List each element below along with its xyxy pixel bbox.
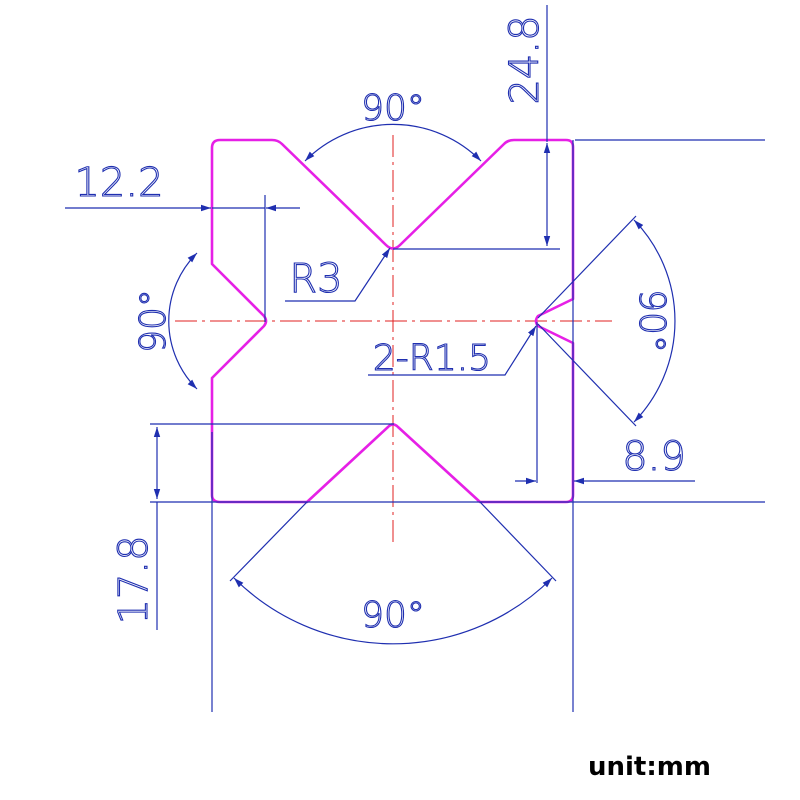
depth-8-9-label: 8.9 — [622, 434, 686, 480]
dimension-labels: 90° 90° 90° 90° 24.8 12.2 8.9 17.8 R3 2-… — [74, 15, 686, 637]
radius-r1-5-label: 2-R1.5 — [373, 338, 491, 379]
ext-right-upper — [537, 215, 637, 319]
arc-right-90 — [633, 219, 676, 423]
radius-r3-label: R3 — [289, 256, 342, 302]
right-angle-label: 90° — [631, 289, 672, 353]
top-angle-label: 90° — [361, 88, 425, 129]
r3-leader — [285, 247, 391, 302]
unit-label: unit:mm — [588, 752, 711, 782]
arc-bottom-90 — [233, 577, 553, 645]
depth-24-8-label: 24.8 — [502, 15, 548, 104]
centerlines — [175, 135, 612, 545]
r1-5-leader — [368, 325, 537, 376]
left-angle-label: 90° — [133, 289, 174, 353]
arc-left-90 — [168, 252, 198, 390]
arc-top-90 — [304, 123, 482, 162]
ext-bottom-right — [479, 501, 557, 582]
dimension-lines — [65, 5, 765, 712]
ext-right-lower — [537, 323, 637, 427]
depth-17-8-label: 17.8 — [111, 535, 157, 624]
ext-bottom-left — [229, 501, 308, 582]
depth-12-2-label: 12.2 — [74, 160, 163, 206]
bottom-angle-label: 90° — [361, 595, 425, 636]
